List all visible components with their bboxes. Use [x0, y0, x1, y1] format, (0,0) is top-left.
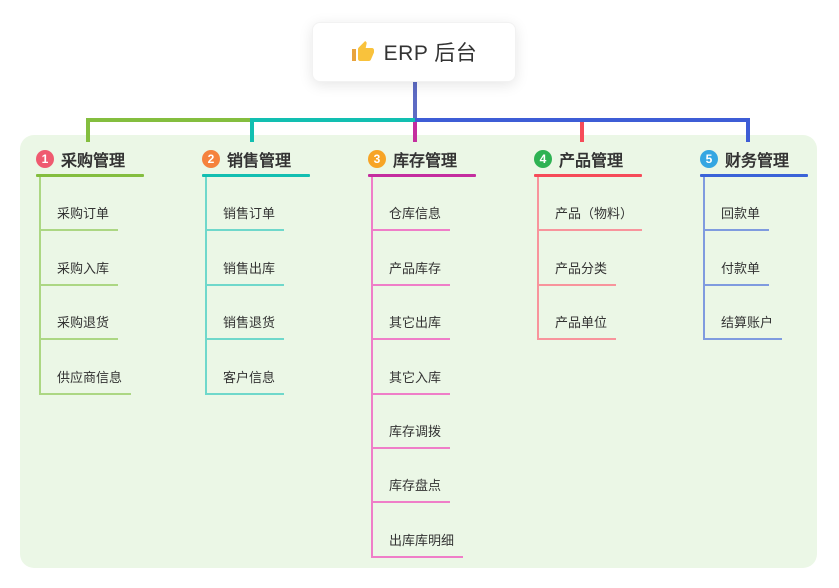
child-item[interactable]: 仓库信息 [373, 177, 451, 232]
child-item[interactable]: 采购订单 [41, 177, 119, 232]
child-item[interactable]: 销售退货 [207, 286, 285, 341]
branch-3-children: 仓库信息产品库存其它出库其它入库库存调拨库存盘点出库库明细 [371, 177, 464, 558]
root-label: ERP 后台 [383, 42, 478, 65]
child-item-label: 产品单位 [555, 315, 608, 331]
child-item[interactable]: 供应商信息 [41, 340, 132, 395]
child-item-label: 销售订单 [223, 206, 276, 222]
branch-2-label: 销售管理 [227, 153, 292, 170]
branch-4-underline [534, 174, 642, 177]
child-item[interactable]: 销售出库 [207, 231, 285, 286]
child-item-label: 销售出库 [223, 260, 276, 276]
connector-drop-2 [250, 118, 254, 142]
child-item[interactable]: 产品（物料） [539, 177, 643, 232]
child-item[interactable]: 库存调拨 [373, 395, 451, 449]
branch-4-label: 产品管理 [559, 153, 624, 170]
branch-2-number-badge: 2 [202, 150, 220, 168]
branch-1-children: 采购订单采购入库采购退货供应商信息 [39, 177, 132, 395]
child-item-label: 采购退货 [57, 315, 110, 331]
child-item-label: 销售退货 [223, 315, 276, 331]
child-item[interactable]: 产品分类 [539, 231, 617, 286]
branch-2: 2 销售管理销售订单销售出库销售退货客户信息 [202, 147, 352, 395]
child-item[interactable]: 库存盘点 [373, 449, 451, 504]
child-item[interactable]: 其它出库 [373, 286, 451, 341]
branch-4-number-badge: 4 [534, 150, 552, 168]
connector-trunk-blue [415, 118, 750, 122]
child-item[interactable]: 结算账户 [705, 286, 783, 341]
branch-1-header[interactable]: 1 采购管理 [36, 147, 186, 171]
branch-5-header[interactable]: 5 财务管理 [700, 147, 839, 171]
branch-1-label: 采购管理 [61, 153, 126, 170]
thumbs-up-icon [351, 40, 375, 64]
child-item-label: 库存盘点 [389, 478, 442, 494]
branch-3-number-badge: 3 [368, 150, 386, 168]
branch-4-header[interactable]: 4 产品管理 [534, 147, 684, 171]
child-item[interactable]: 回款单 [705, 177, 770, 232]
child-item-label: 供应商信息 [57, 369, 123, 385]
child-item-label: 其它出库 [389, 315, 442, 331]
child-item-label: 采购入库 [57, 260, 110, 276]
child-item[interactable]: 客户信息 [207, 340, 285, 395]
branch-2-underline [202, 174, 310, 177]
connector-trunk-green [86, 118, 252, 122]
child-item-label: 产品库存 [389, 260, 442, 276]
branch-3: 3 库存管理仓库信息产品库存其它出库其它入库库存调拨库存盘点出库库明细 [368, 147, 518, 558]
child-item-label: 库存调拨 [389, 423, 442, 439]
child-item[interactable]: 其它入库 [373, 340, 451, 395]
child-item[interactable]: 产品库存 [373, 231, 451, 286]
branch-5: 5 财务管理回款单付款单结算账户 [700, 147, 839, 341]
child-item-label: 其它入库 [389, 369, 442, 385]
connector-drop-4 [580, 122, 584, 142]
connector-root-drop [413, 82, 417, 122]
child-item-label: 仓库信息 [389, 206, 442, 222]
root-node[interactable]: ERP 后台 [312, 22, 516, 82]
branch-5-number-badge: 5 [700, 150, 718, 168]
connector-drop-3 [413, 122, 417, 142]
branch-5-underline [700, 174, 808, 177]
child-item-label: 结算账户 [721, 315, 774, 331]
connector-drop-1 [86, 118, 90, 142]
branches-panel [20, 135, 817, 568]
child-item-label: 回款单 [721, 206, 761, 222]
child-item-label: 产品（物料） [555, 206, 634, 222]
child-item[interactable]: 产品单位 [539, 286, 617, 341]
branch-3-header[interactable]: 3 库存管理 [368, 147, 518, 171]
child-item[interactable]: 付款单 [705, 231, 770, 286]
child-item[interactable]: 采购退货 [41, 286, 119, 341]
branch-3-label: 库存管理 [393, 153, 458, 170]
child-item[interactable]: 采购入库 [41, 231, 119, 286]
branch-4-children: 产品（物料） 产品分类产品单位 [537, 177, 643, 341]
child-item-label: 付款单 [721, 260, 761, 276]
branch-2-header[interactable]: 2 销售管理 [202, 147, 352, 171]
child-item-label: 采购订单 [57, 206, 110, 222]
branch-1: 1 采购管理采购订单采购入库采购退货供应商信息 [36, 147, 186, 395]
branch-3-underline [368, 174, 476, 177]
child-item[interactable]: 出库库明细 [373, 503, 464, 558]
branch-4: 4 产品管理产品（物料） 产品分类产品单位 [534, 147, 684, 341]
branch-2-children: 销售订单销售出库销售退货客户信息 [205, 177, 285, 395]
child-item-label: 产品分类 [555, 260, 608, 276]
branch-1-underline [36, 174, 144, 177]
branch-5-label: 财务管理 [725, 153, 790, 170]
branch-5-children: 回款单付款单结算账户 [703, 177, 783, 341]
connector-drop-5 [746, 118, 750, 142]
branch-1-number-badge: 1 [36, 150, 54, 168]
child-item-label: 客户信息 [223, 369, 276, 385]
child-item-label: 出库库明细 [389, 532, 455, 548]
child-item[interactable]: 销售订单 [207, 177, 285, 232]
connector-trunk-teal [250, 118, 415, 122]
